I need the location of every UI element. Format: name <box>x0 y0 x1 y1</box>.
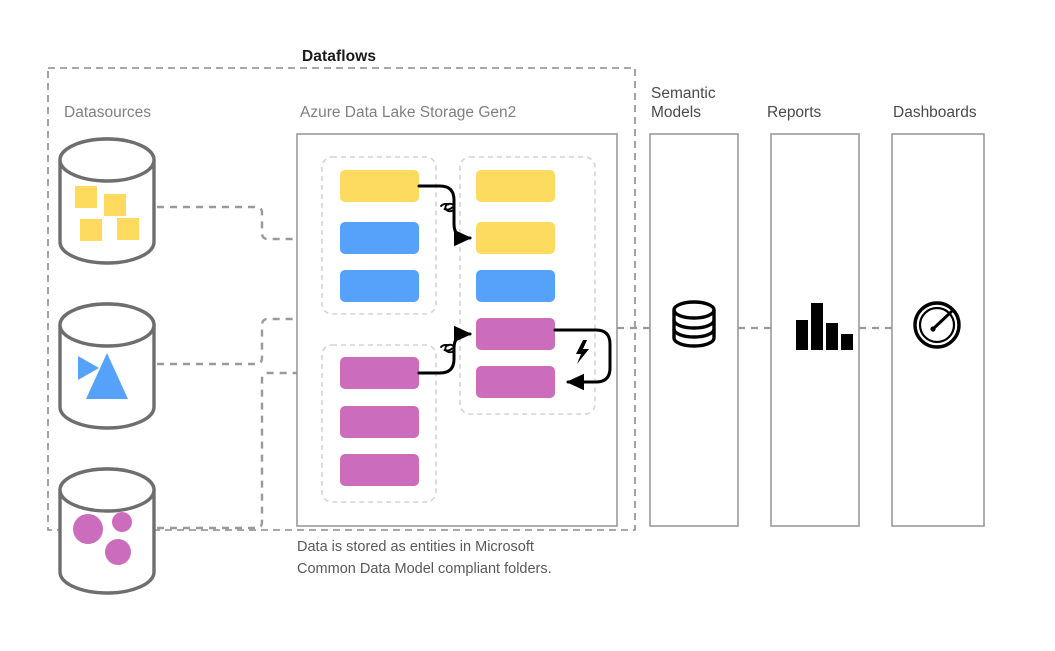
datasource-cylinder-blue <box>58 302 156 430</box>
link-icon-top <box>440 202 456 213</box>
entity-group-source-bottom <box>321 344 437 503</box>
bar-chart-icon <box>796 303 853 350</box>
column-label-semantic-models-line2: Models <box>651 104 701 121</box>
edge-label-link-bottom: Link <box>440 356 462 368</box>
column-label-reports: Reports <box>767 104 822 121</box>
datasource-cylinder-yellow <box>58 137 156 265</box>
entity-source-top-1 <box>340 170 419 202</box>
storage-caption-line2: Common Data Model compliant folders. <box>297 561 552 577</box>
link-arrow-top <box>417 184 472 247</box>
connector-ds2-to-adls <box>157 317 297 366</box>
gauge-icon <box>913 301 961 349</box>
entity-group-source-top <box>321 156 437 315</box>
column-label-datasources: Datasources <box>64 104 152 121</box>
datasource-cylinder-pink <box>58 467 156 595</box>
column-label-semantic-models-line1: Semantic <box>651 85 716 102</box>
entity-source-bottom-3 <box>340 454 419 486</box>
column-label-dashboards: Dashboards <box>893 104 977 121</box>
dashboards-panel <box>891 133 985 527</box>
connector-ds3-to-adls <box>157 371 297 530</box>
entity-source-bottom-1 <box>340 357 419 389</box>
compute-arrow <box>553 328 612 391</box>
column-label-adls: Azure Data Lake Storage Gen2 <box>300 104 517 121</box>
entity-group-linked <box>459 156 596 415</box>
entity-linked-2 <box>476 222 555 254</box>
entity-source-top-2 <box>340 222 419 254</box>
edge-label-link-top: Link <box>440 215 462 227</box>
entity-source-bottom-2 <box>340 406 419 438</box>
semantic-models-panel <box>649 133 739 527</box>
entity-source-top-3 <box>340 270 419 302</box>
entity-linked-1 <box>476 170 555 202</box>
adls-panel <box>296 133 618 527</box>
link-icon-bottom <box>440 343 456 354</box>
edge-label-compute: Compute <box>564 361 610 373</box>
reports-panel <box>770 133 860 527</box>
dataflows-boundary <box>47 67 636 531</box>
entity-linked-4 <box>476 318 555 350</box>
entity-linked-3 <box>476 270 555 302</box>
dataflows-title: Dataflows <box>302 48 377 65</box>
database-icon <box>672 300 716 348</box>
connector-ds1-to-adls <box>157 205 297 241</box>
entity-linked-5 <box>476 366 555 398</box>
storage-caption-line1: Data is stored as entities in Microsoft <box>297 539 534 555</box>
